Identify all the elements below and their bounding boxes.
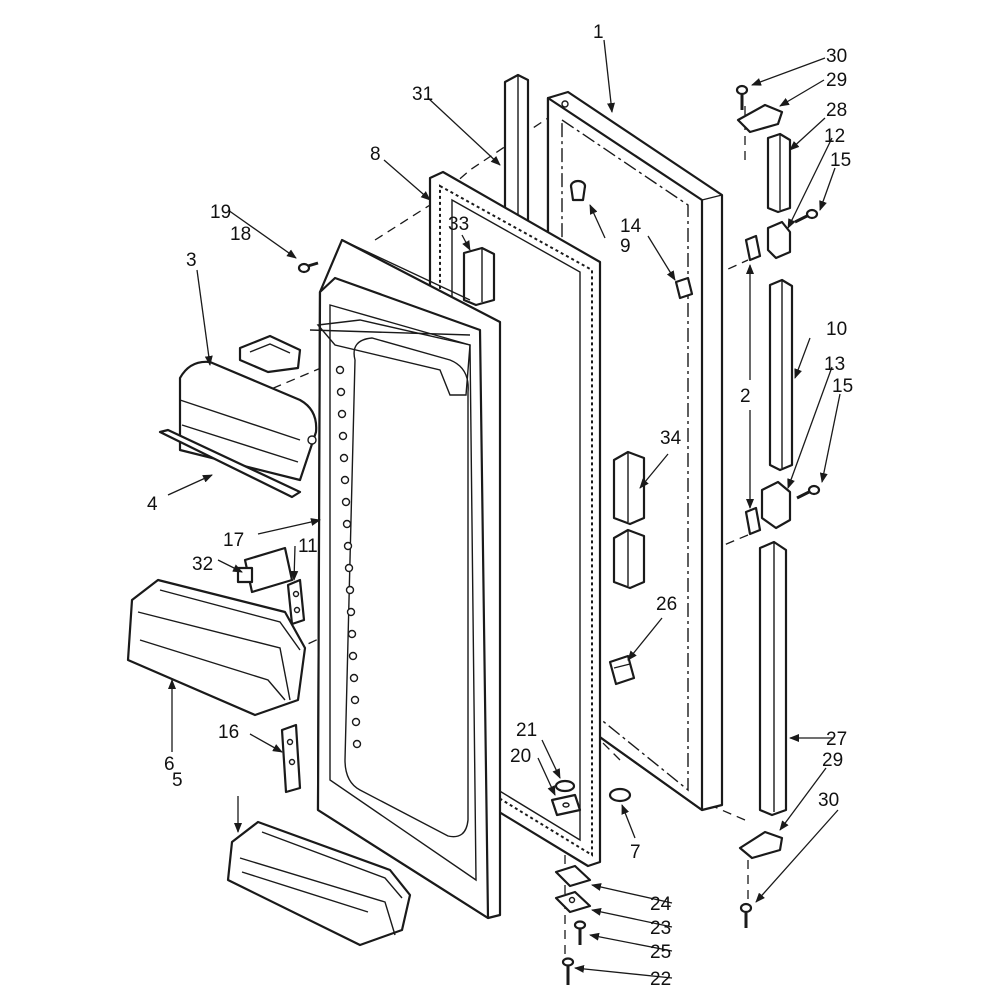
callout-12: 12: [824, 126, 845, 147]
washer-21: [554, 779, 576, 793]
callout-17: 17: [223, 530, 244, 551]
screw-15-bottom: [796, 484, 821, 500]
callout-15-top: 15: [830, 150, 851, 171]
bushing-20: [550, 793, 582, 817]
callout-24: 24: [650, 894, 672, 915]
callout-15-bottom: 15: [832, 376, 853, 397]
bracket-2-top: [744, 234, 762, 262]
handle-trim-27: [758, 540, 788, 817]
bracket-11: [286, 578, 306, 626]
butter-cover: [238, 334, 302, 374]
hinge-plate-23: [554, 890, 592, 914]
callout-22: 22: [650, 969, 671, 990]
callout-4: 4: [147, 494, 158, 515]
handle-trim-28: [766, 132, 792, 214]
callout-30-top: 30: [826, 46, 847, 67]
small-strip: [462, 246, 496, 307]
callout-25: 25: [650, 942, 671, 963]
screw-30-bottom: [739, 902, 753, 928]
screw-30-top: [735, 84, 749, 110]
callout-14: 14: [620, 216, 642, 237]
hinge-plate-24: [554, 864, 592, 888]
callout-11: 11: [298, 536, 318, 557]
door-stop-9: [569, 179, 587, 202]
screw-22: [561, 957, 575, 985]
callout-27: 27: [826, 729, 847, 750]
callout-13: 13: [824, 354, 845, 375]
bracket-16: [280, 723, 302, 794]
callout-3: 3: [186, 250, 197, 271]
small-door-bin: [226, 820, 412, 947]
callout-29-top: 29: [826, 70, 847, 91]
door-stop-7: [608, 787, 632, 803]
hinge-block-12: [766, 220, 792, 260]
callout-8: 8: [370, 144, 381, 165]
callout-33: 33: [448, 214, 469, 235]
callout-32: 32: [192, 554, 213, 575]
callout-19: 19: [210, 202, 231, 223]
callout-28: 28: [826, 100, 847, 121]
callout-5: 5: [172, 770, 183, 791]
callout-20: 20: [510, 746, 531, 767]
large-door-bin: [126, 578, 307, 717]
callout-9: 9: [620, 236, 631, 257]
callout-7: 7: [630, 842, 641, 863]
callout-26: 26: [656, 594, 677, 615]
leader-lines: [167, 39, 841, 979]
callout-31: 31: [412, 84, 433, 105]
screw-15-top: [794, 208, 819, 224]
bin-bracket-32: [236, 546, 294, 594]
callout-labels: 1 2 3 4 5 6 7 8 9 10 11 12 13 14 15 15 1…: [147, 22, 853, 990]
bracket-2-bottom: [744, 506, 762, 536]
callout-1: 1: [593, 22, 604, 43]
callout-16: 16: [218, 722, 239, 743]
screw-19: [297, 261, 319, 274]
shelf-post-holes: [335, 365, 362, 749]
spacer-block-upper: [612, 450, 646, 526]
callout-2: 2: [740, 386, 751, 407]
end-cap-29-bottom: [738, 830, 784, 860]
callout-34: 34: [660, 428, 682, 449]
spacer-block-lower: [612, 528, 646, 590]
callout-18: 18: [230, 224, 251, 245]
dairy-compartment-door: [178, 360, 318, 482]
callout-21: 21: [516, 720, 537, 741]
callout-23: 23: [650, 918, 671, 939]
callout-29-bottom: 29: [822, 750, 843, 771]
screw-25: [573, 920, 587, 945]
dairy-door-rail: [158, 428, 302, 499]
callout-10: 10: [826, 319, 847, 340]
clip-14: [674, 276, 694, 300]
handle-trim-10: [768, 278, 794, 472]
bracket-26: [608, 654, 636, 686]
end-cap-29-top: [736, 103, 784, 134]
callout-6: 6: [164, 754, 175, 775]
inner-door-liner: [309, 238, 502, 920]
callout-30-bottom: 30: [818, 790, 839, 811]
hinge-block-13: [760, 480, 792, 530]
